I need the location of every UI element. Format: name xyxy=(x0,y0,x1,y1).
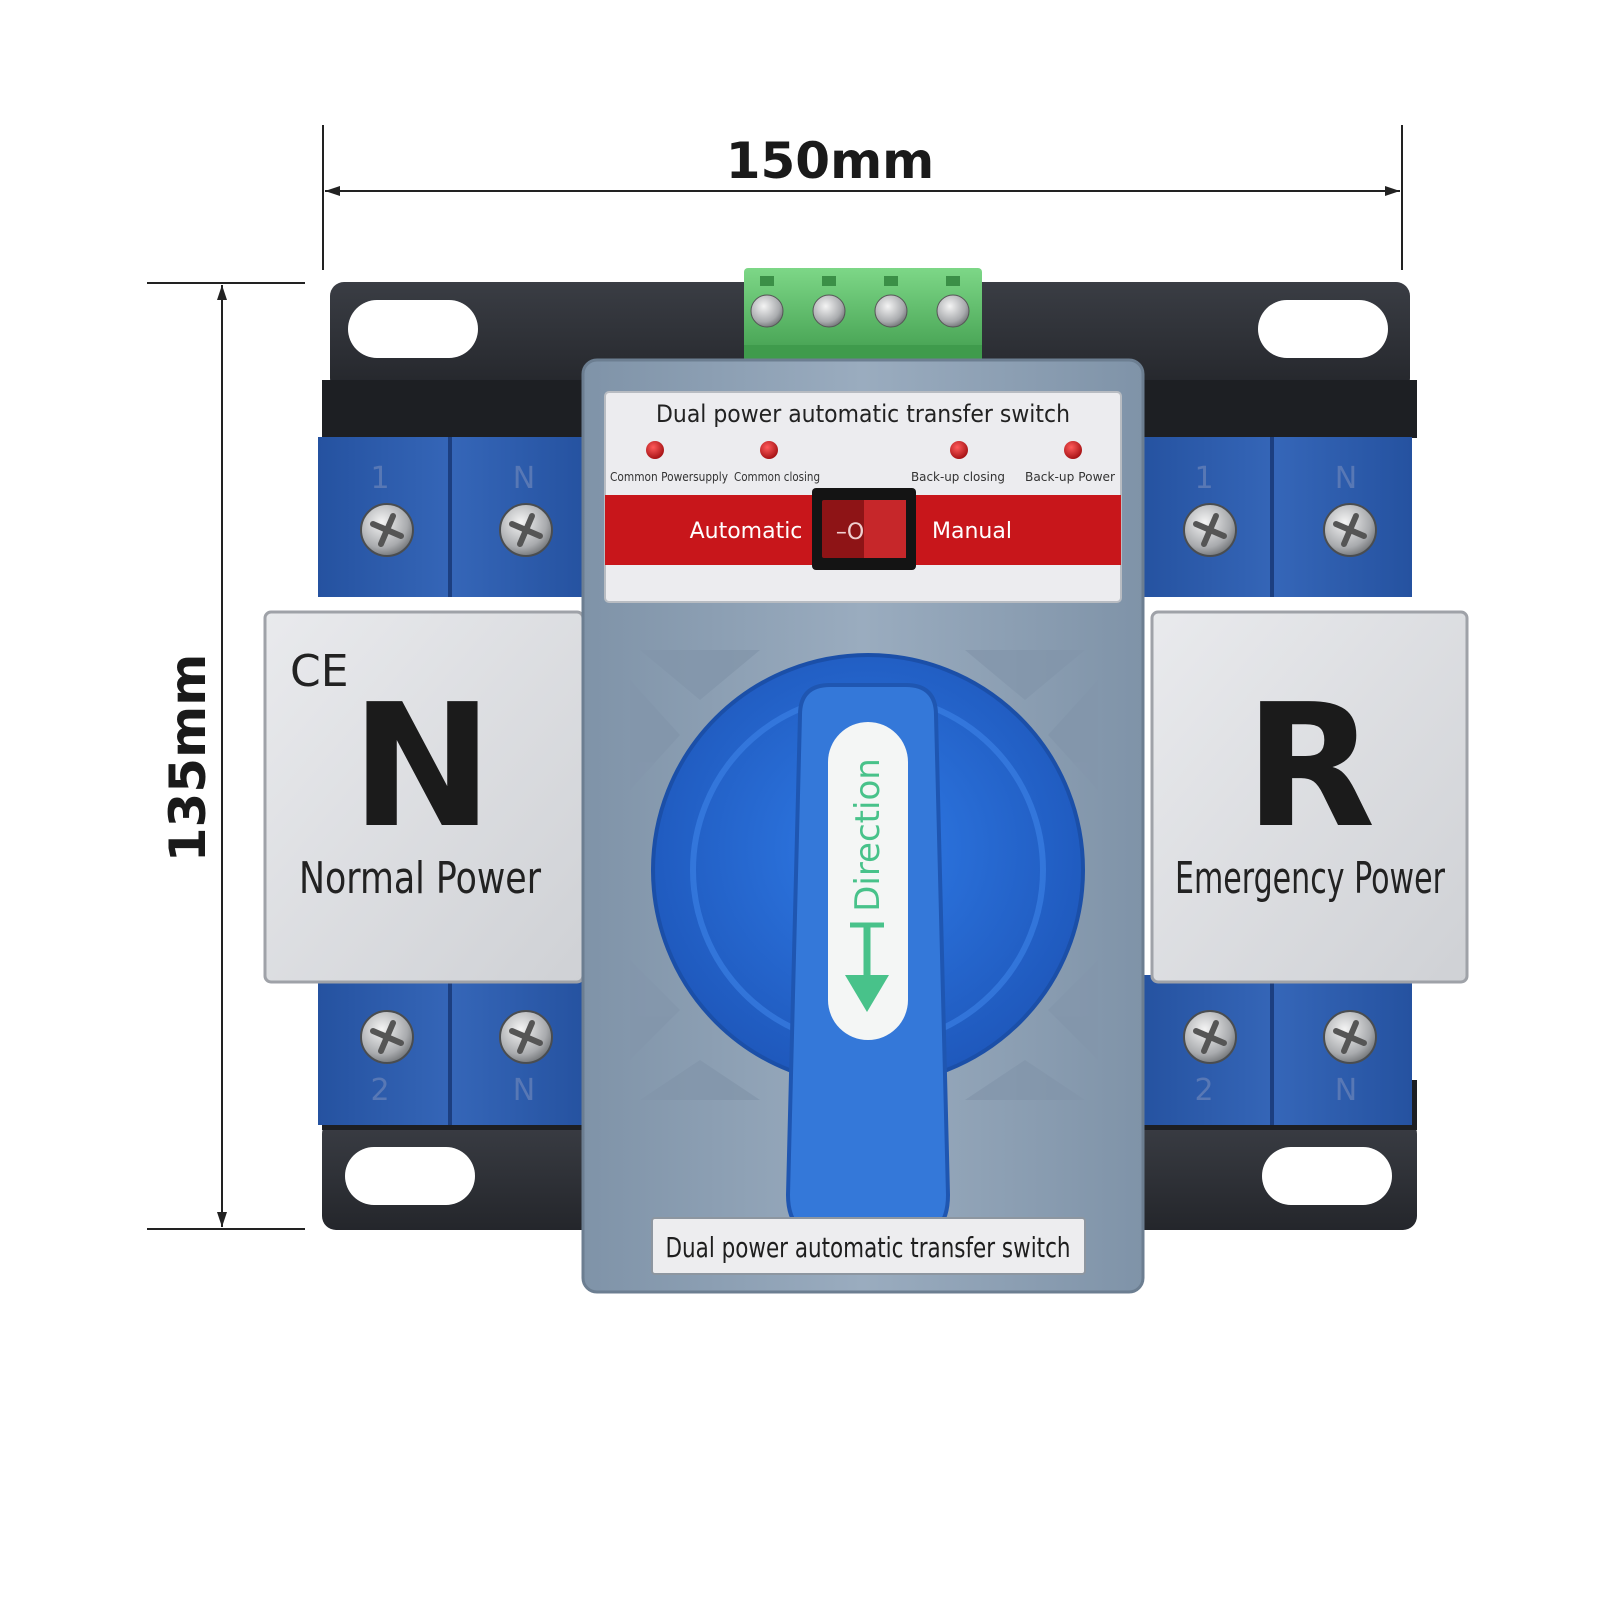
mode-manual-label: Manual xyxy=(932,519,1012,544)
rocker-symbol: –O xyxy=(836,520,864,545)
indicator-led xyxy=(1064,441,1082,459)
height-label: 135mm xyxy=(159,654,217,863)
terminal-screw xyxy=(750,294,970,328)
indicator-label: Back-up Power xyxy=(1025,470,1115,484)
width-dimension: 150mm xyxy=(322,125,1403,270)
normal-letter: N xyxy=(351,668,493,866)
indicator-led xyxy=(950,441,968,459)
arrow-down-icon xyxy=(845,922,889,1012)
normal-caption: Normal Power xyxy=(299,853,542,904)
height-dimension: 135mm xyxy=(147,282,305,1230)
mode-automatic-label: Automatic xyxy=(690,519,803,544)
mounting-slot xyxy=(1262,1147,1392,1205)
direction-label: Direction xyxy=(848,758,888,912)
bottom-nameplate: Dual power automatic transfer switch xyxy=(651,1217,1086,1275)
control-terminal-block xyxy=(744,268,982,364)
mounting-slot xyxy=(348,300,478,358)
terminal-label: 2 xyxy=(370,1073,389,1108)
indicator-led xyxy=(646,441,664,459)
terminal-label: N xyxy=(513,1073,535,1108)
bottom-nameplate-text: Dual power automatic transfer switch xyxy=(666,1231,1071,1264)
emergency-power-label: R Emergency Power xyxy=(1150,610,1469,984)
direction-window xyxy=(828,722,908,1040)
indicator-label: Common Powersupply xyxy=(610,470,728,484)
normal-power-label: CE N Normal Power xyxy=(263,610,585,984)
emergency-letter: R xyxy=(1245,668,1376,866)
mounting-slot xyxy=(1258,300,1388,358)
terminal-label: N xyxy=(1335,1073,1357,1108)
rotary-handle[interactable]: Direction xyxy=(651,653,1085,1242)
indicator-label: Common closing xyxy=(734,470,820,484)
ce-mark: CE xyxy=(290,646,349,697)
width-label: 150mm xyxy=(726,132,935,190)
indicator-label: Back-up closing xyxy=(911,470,1005,484)
terminal-label: 1 xyxy=(370,461,389,496)
emergency-caption: Emergency Power xyxy=(1175,853,1446,904)
panel-title: Dual power automatic transfer switch xyxy=(656,400,1070,428)
indicator-led xyxy=(760,441,778,459)
terminal-label: 2 xyxy=(1194,1073,1213,1108)
terminal-label: N xyxy=(513,461,535,496)
mounting-slot xyxy=(345,1147,475,1205)
screw-icon xyxy=(360,503,1377,1064)
mode-rocker-switch[interactable]: –O xyxy=(812,488,916,570)
terminal-label: N xyxy=(1335,461,1357,496)
terminal-label: 1 xyxy=(1194,461,1213,496)
